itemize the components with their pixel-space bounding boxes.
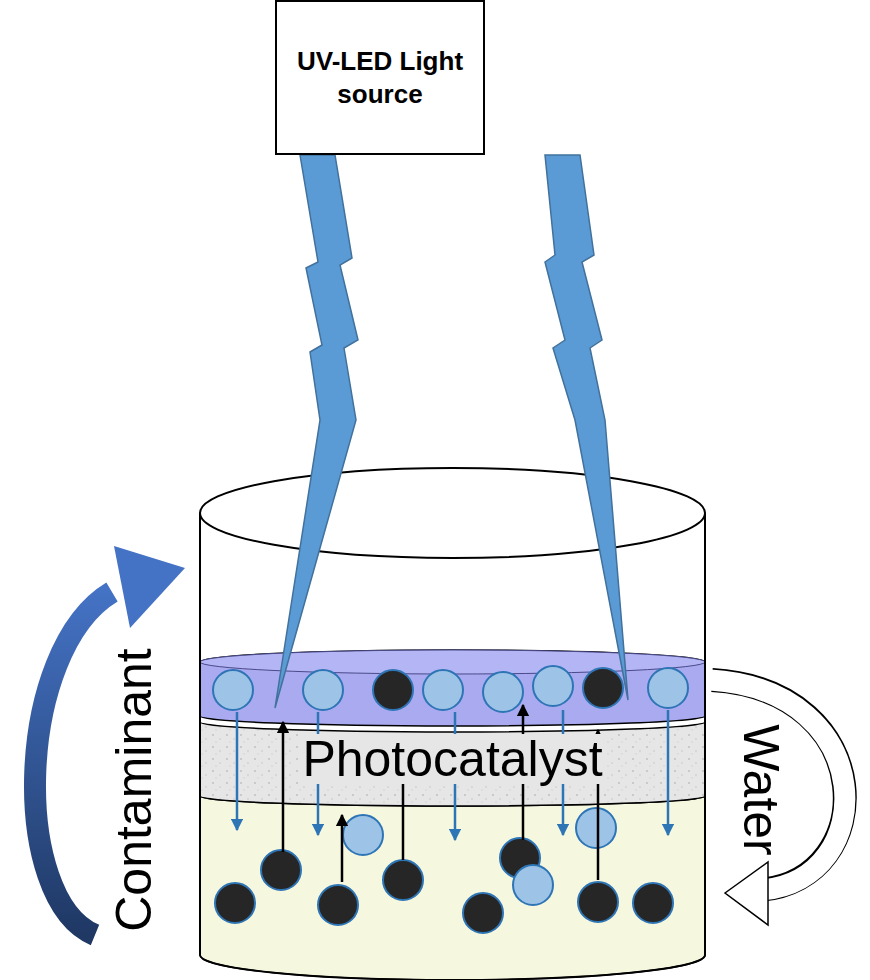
water-particle (213, 670, 253, 710)
node-text: Photocatalyst (298, 734, 606, 784)
water-flow-arrow (710, 680, 845, 890)
light-source-box: UV-LED Light source (275, 0, 485, 155)
migration-arrow (667, 710, 670, 835)
photocatalyst-band (200, 722, 705, 806)
water-region (200, 796, 705, 980)
migration-arrow (341, 815, 344, 882)
contaminant-particle (383, 860, 423, 900)
contaminant-particle (318, 885, 358, 925)
water-particle (513, 865, 553, 905)
water-particle (303, 670, 343, 710)
contaminant-layer (200, 650, 705, 726)
water-particle (533, 666, 573, 706)
contaminant-flow-arrow (35, 592, 112, 935)
contaminant-particle (215, 883, 255, 923)
water-arrowhead (725, 862, 768, 925)
cylinder-top (200, 468, 705, 558)
contaminant-particle (633, 883, 673, 923)
contaminant-particle (261, 850, 301, 890)
contaminant-particle (463, 893, 503, 933)
uv-light-beam (545, 155, 628, 700)
contaminant-layer-top (200, 650, 705, 674)
flow-label: Water (731, 724, 789, 856)
flow-label: Contaminant (106, 648, 164, 932)
uv-light-beam (275, 155, 358, 708)
contaminant-particle (373, 670, 413, 710)
water-particle (483, 672, 523, 712)
migration-arrow (282, 722, 285, 852)
contaminant-particle (578, 882, 618, 922)
water-particle (576, 808, 616, 848)
node-text: UV-LED Light source (287, 45, 473, 110)
water-particle (423, 670, 463, 710)
water-particle (343, 815, 383, 855)
cylinder-body (200, 513, 705, 980)
water-particle (648, 668, 688, 708)
photocatalyst-band: Photocatalyst (200, 722, 705, 796)
cylinder-wall (704, 513, 706, 955)
cylinder-bottom (200, 955, 705, 980)
cylinder-wall (199, 513, 201, 955)
migration-arrow (236, 712, 239, 830)
contaminant-arrowhead (114, 546, 185, 628)
contaminant-particle (583, 668, 623, 708)
